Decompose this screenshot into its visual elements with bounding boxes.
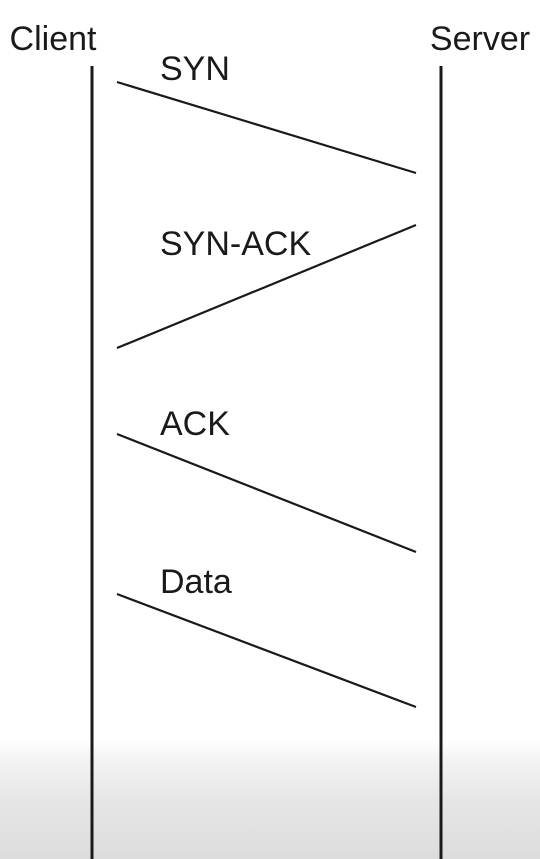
data-arrow (116, 592, 417, 709)
ack-label: ACK (160, 405, 230, 443)
server-label: Server (430, 20, 530, 58)
data-label: Data (160, 563, 232, 601)
syn-label: SYN (160, 50, 230, 88)
syn-arrow (116, 80, 417, 175)
ack-arrow (116, 432, 417, 554)
client-label: Client (10, 20, 97, 58)
syn-ack-arrow (116, 223, 417, 350)
syn-ack-label: SYN-ACK (160, 225, 311, 263)
